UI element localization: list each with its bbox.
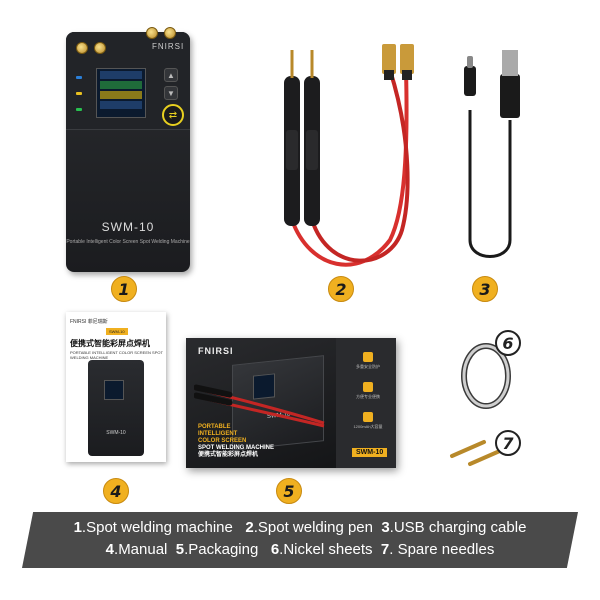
cable-red-2 xyxy=(310,69,410,263)
badge-3: 3 xyxy=(472,276,498,302)
box-line-3: COLOR SCREEN xyxy=(198,438,247,444)
up-arrow-button[interactable]: ▲ xyxy=(164,68,178,82)
box-model-tag: SWM-10 xyxy=(352,448,388,457)
box-pen-image xyxy=(194,384,325,428)
connector-left xyxy=(382,44,396,74)
screen-row xyxy=(100,81,142,89)
manual-title-en: PORTABLE INTELLIGENT COLOR SCREEN SPOT W… xyxy=(70,350,163,360)
cable-wire xyxy=(468,110,512,258)
device-screen xyxy=(96,68,146,118)
caption-item-4: Manual xyxy=(118,541,168,558)
caption-line-2: 4.Manual 5.Packaging 6.Nickel sheets 7. … xyxy=(105,541,495,558)
nickel-roll-shine xyxy=(462,344,510,408)
box-line-5: 便携式智能彩屏点焊机 xyxy=(198,452,259,458)
caption-item-6: Nickel sheets xyxy=(283,541,373,558)
device-brand: FNIRSI xyxy=(152,42,185,51)
badge-6: 6 xyxy=(495,330,521,356)
box-line-1: PORTABLE xyxy=(198,424,231,430)
packaging-box: FNIRSI SWM-10 PORTABLE INTELLIGENT COLOR… xyxy=(186,338,396,468)
spot-welding-pen xyxy=(284,44,414,267)
down-arrow-button[interactable]: ▼ xyxy=(164,86,178,100)
manual-model: SWM-10 xyxy=(106,328,128,335)
caption-item-7: Spare needles xyxy=(397,541,495,558)
badge-7: 7 xyxy=(495,430,521,456)
box-line-2: INTELLIGENT xyxy=(198,431,238,437)
manual-device-screen xyxy=(104,380,124,400)
screen-row xyxy=(100,71,142,79)
device-model: SWM-10 xyxy=(101,220,155,234)
caption-item-1: Spot welding machine xyxy=(86,519,233,536)
caption-line-1: 1.Spot welding machine 2.Spot welding pe… xyxy=(73,519,527,536)
pen-left-grip xyxy=(286,130,298,170)
spot-welding-machine: FNIRSI ▲ ▼ ⇄ SWM-10 Portable Intelligent… xyxy=(66,27,190,272)
badge-2: 2 xyxy=(328,276,354,302)
device-description: Portable Intelligent Color Screen Spot W… xyxy=(66,239,190,245)
feature-item: 1200mAh大容量 xyxy=(348,412,388,430)
caption-item-2: Spot welding pen xyxy=(257,519,373,536)
needle-1 xyxy=(450,440,486,458)
manual-brand: FNIRSI 菲尼瑞斯 xyxy=(70,319,108,325)
caption-banner: 1.Spot welding machine 2.Spot welding pe… xyxy=(22,512,578,568)
badge-4: 4 xyxy=(103,478,129,504)
connector-left-sleeve xyxy=(384,70,394,80)
led-yellow xyxy=(76,92,82,95)
box-line-4: SPOT WELDING MACHINE xyxy=(198,445,274,451)
usb-c-tip xyxy=(467,56,473,68)
nickel-sheets xyxy=(461,343,511,409)
screen-row xyxy=(100,91,142,99)
spare-needles xyxy=(450,440,504,466)
terminal-post-1 xyxy=(76,42,88,54)
badge-1: 1 xyxy=(111,276,137,302)
caption-item-3: USB charging cable xyxy=(393,519,527,536)
battery-icon xyxy=(363,412,373,422)
box-headline: PORTABLE INTELLIGENT COLOR SCREEN SPOT W… xyxy=(198,424,274,459)
connector-right-sleeve xyxy=(402,70,412,80)
caption-item-5: Packaging xyxy=(188,541,259,558)
box-side-panel: 多重安全防护 方便专业便携 1200mAh大容量 xyxy=(336,338,396,468)
pen-right-grip xyxy=(306,130,318,170)
feature-item: 方便专业便携 xyxy=(348,382,388,400)
manual: FNIRSI 菲尼瑞斯 SWM-10 便携式智能彩屏点焊机 PORTABLE I… xyxy=(66,312,166,462)
badge-5: 5 xyxy=(276,478,302,504)
manual-device-label: SWM-10 xyxy=(106,430,126,436)
box-brand: FNIRSI xyxy=(198,346,234,356)
manual-device-image: SWM-10 xyxy=(88,360,144,456)
led-blue xyxy=(76,76,82,79)
terminal-right xyxy=(164,27,176,39)
portable-icon xyxy=(363,382,373,392)
feature-item: 多重安全防护 xyxy=(348,352,388,370)
usb-charging-cable xyxy=(464,50,520,258)
usb-c-plug xyxy=(464,66,476,96)
usb-a-plug xyxy=(500,74,520,118)
manual-title-cn: 便携式智能彩屏点焊机 xyxy=(70,339,150,348)
led-green xyxy=(76,108,82,111)
screen-row xyxy=(100,101,142,109)
needle-2 xyxy=(468,448,504,466)
usb-a-tip xyxy=(502,50,518,76)
terminal-left xyxy=(146,27,158,39)
connector-right xyxy=(400,44,414,74)
shield-icon xyxy=(363,352,373,362)
terminal-post-2 xyxy=(94,42,106,54)
switch-icon[interactable]: ⇄ xyxy=(162,104,184,126)
